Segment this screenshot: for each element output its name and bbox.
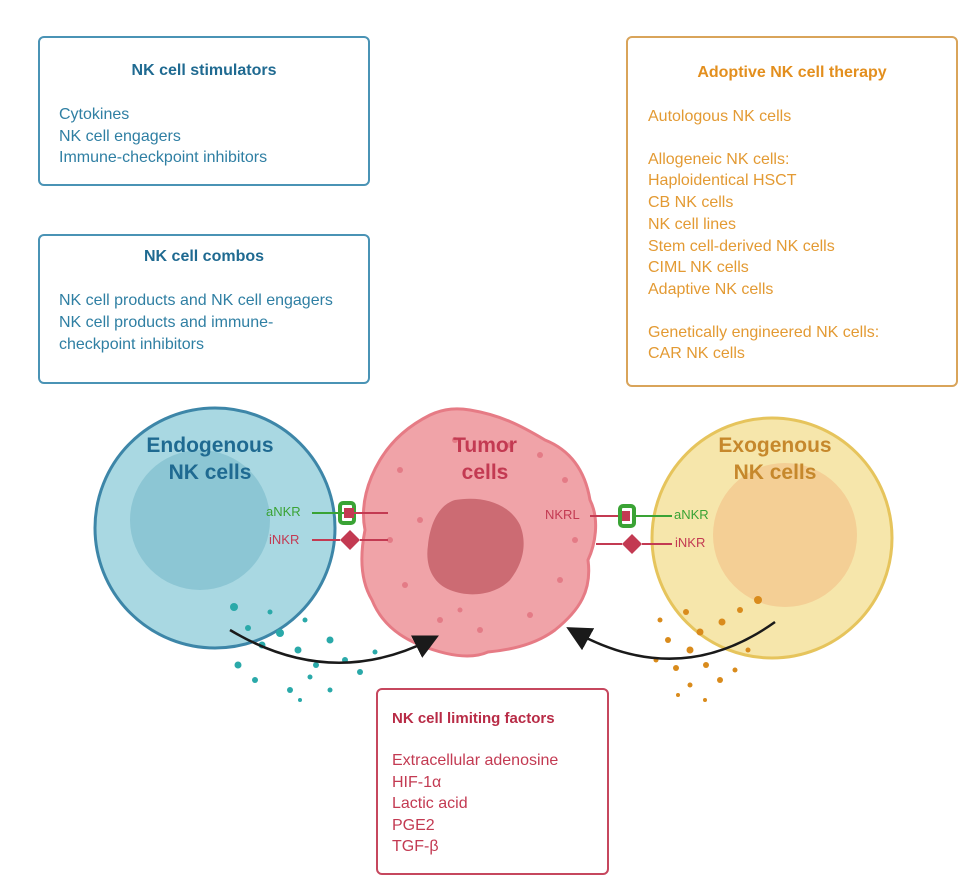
adoptive-title: Adoptive NK cell therapy: [697, 64, 887, 81]
limiting-item: HIF-1α: [392, 773, 442, 791]
adoptive-item: NK cell lines: [648, 215, 737, 233]
limiting-item: TGF-β: [392, 838, 439, 855]
combos-item: NK cell products and NK cell engagers: [59, 292, 333, 309]
stimulators-item: Immune-checkpoint inhibitors: [59, 149, 268, 166]
left-inKR-label: iNKR: [269, 532, 300, 547]
adoptive-item: Stem cell-derived NK cells: [648, 237, 835, 255]
limiting-item: Extracellular adenosine: [392, 752, 559, 769]
adoptive-item: Haploidentical HSCT: [648, 172, 797, 190]
adoptive-item: Adaptive NK cells: [648, 280, 774, 298]
left-ligand-icon: [344, 508, 354, 518]
tumor-label: Tumor cells: [453, 434, 517, 484]
endogenous-nucleus: [130, 450, 270, 590]
adoptive-item: Autologous NK cells: [648, 108, 792, 125]
combos-item: NK cell products and immune-checkpoint i…: [59, 314, 274, 353]
endogenous-to-tumor-arrow: [229, 628, 439, 664]
limiting-title: NK cell limiting factors: [392, 710, 555, 727]
adoptive-list: Autologous NK cells Allogeneic NK cells:…: [648, 106, 879, 365]
limiting-list: Extracellular adenosine HIF-1α Lactic ac…: [392, 750, 558, 858]
tumor-nucleus: [427, 498, 524, 595]
adoptive-item: CB NK cells: [648, 194, 734, 212]
endogenous-secreted-particles: [230, 603, 378, 702]
left-inKR-receptor-icon: [340, 530, 360, 550]
adoptive-item: CAR NK cells: [648, 345, 745, 363]
adoptive-item: Allogeneic NK cells:: [648, 150, 790, 168]
endogenous-label: Endogenous NK cells: [146, 434, 274, 484]
adoptive-item: Genetically engineered NK cells:: [648, 323, 880, 341]
right-inKR-label: iNKR: [675, 535, 706, 550]
limiting-item: Lactic acid: [392, 795, 468, 812]
exogenous-label: Exogenous NK cells: [718, 434, 832, 484]
exogenous-nucleus: [713, 463, 857, 607]
nk-cell-combos-box: NK cell combos NK cell products and NK c…: [38, 234, 370, 384]
exogenous-to-tumor-arrow: [566, 620, 776, 660]
combos-title: NK cell combos: [143, 248, 265, 265]
nk-cell-limiting-factors-box: NK cell limiting factors Extracellular a…: [376, 688, 609, 875]
right-anKR-label: aNKR: [674, 507, 709, 522]
left-anKR-label: aNKR: [266, 504, 301, 519]
combos-list: NK cell products and NK cell engagers NK…: [59, 290, 349, 356]
limiting-item: PGE2: [392, 816, 435, 834]
tumor-speckles: [387, 437, 578, 633]
stimulators-item: Cytokines: [59, 106, 130, 123]
stimulators-item: NK cell engagers: [59, 127, 181, 145]
exogenous-secreted-particles: [653, 596, 762, 702]
adoptive-item: CIML NK cells: [648, 259, 749, 277]
adoptive-nk-therapy-box: Adoptive NK cell therapy Autologous NK c…: [626, 36, 958, 387]
right-inKR-receptor-icon: [622, 534, 642, 554]
stimulators-title: NK cell stimulators: [131, 62, 277, 79]
nkrl-label: NKRL: [545, 507, 580, 522]
nk-cell-stimulators-box: NK cell stimulators Cytokines NK cell en…: [38, 36, 370, 186]
right-ligand-icon: [620, 511, 630, 521]
stimulators-list: Cytokines NK cell engagers Immune-checkp…: [59, 104, 267, 169]
